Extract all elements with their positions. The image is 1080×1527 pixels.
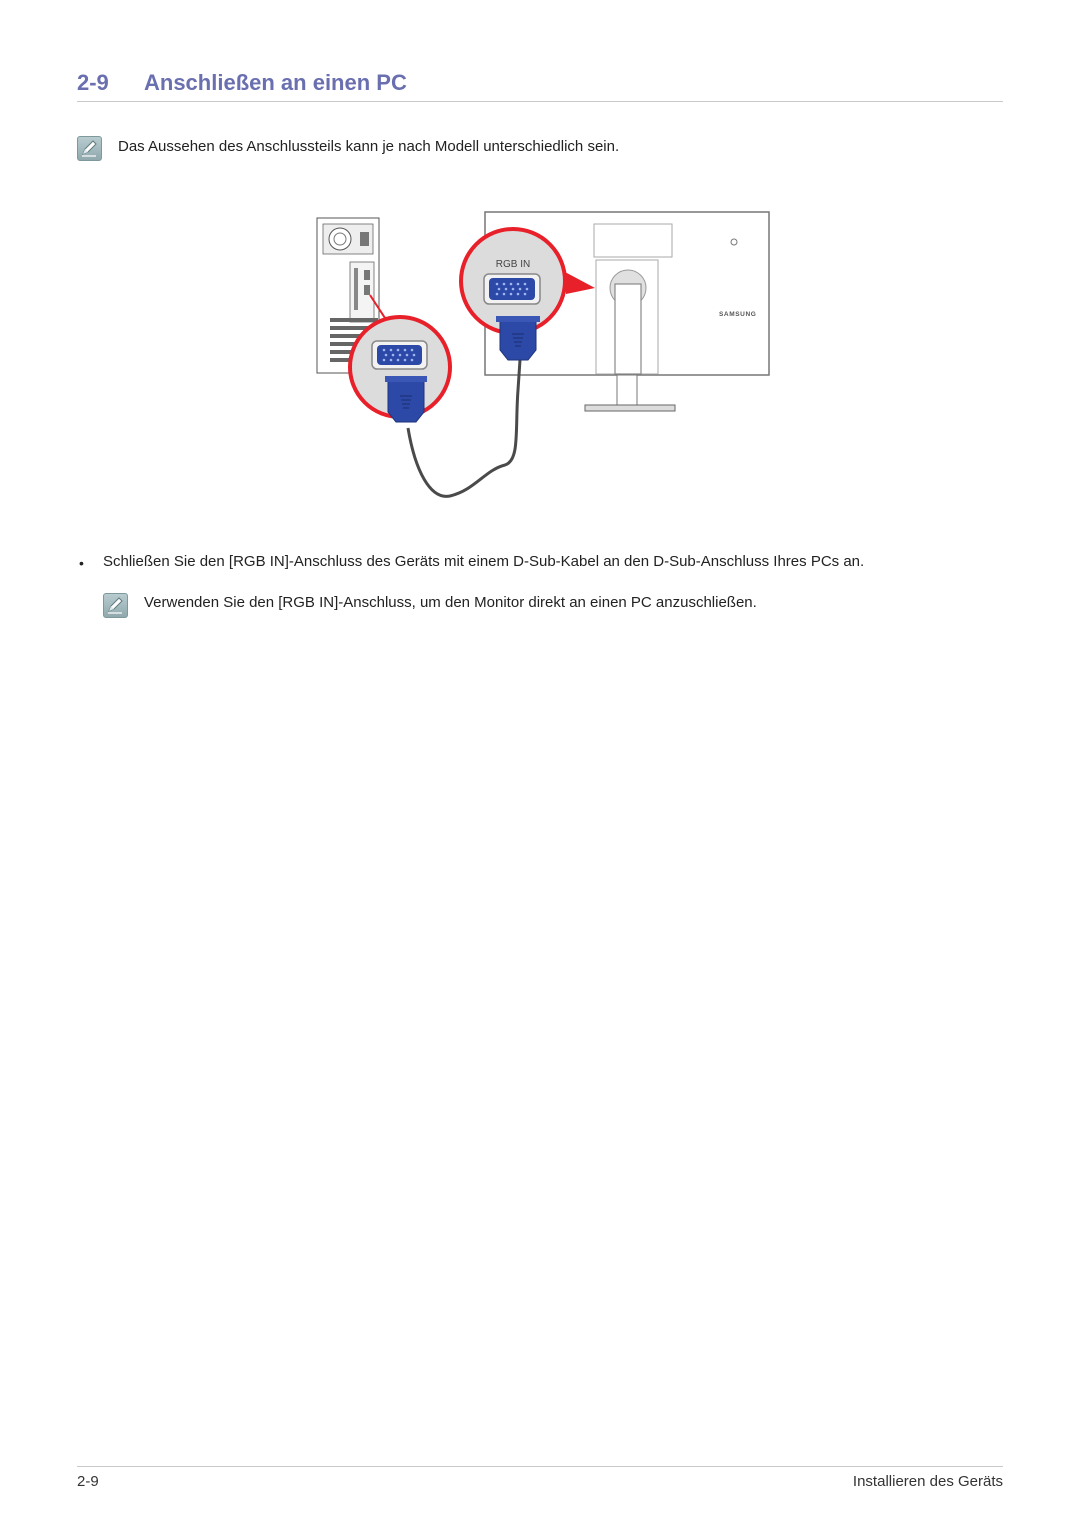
- footer-section-name: Installieren des Geräts: [852, 1473, 1003, 1490]
- note-text: Das Aussehen des Anschlussteils kann je …: [118, 138, 620, 155]
- section-number: 2-9: [77, 70, 109, 95]
- connection-illustration: SAMSUNG RGB IN: [316, 211, 770, 498]
- instruction-text: Schließen Sie den [RGB IN]-Anschluss des…: [103, 553, 865, 570]
- pc-port-zoom: [348, 315, 452, 423]
- note-pencil-icon: [77, 136, 102, 161]
- footer-page-number: 2-9: [77, 1473, 99, 1490]
- d-sub-cable: [406, 359, 522, 498]
- monitor-port-zoom: RGB IN: [459, 227, 595, 361]
- brand-label: SAMSUNG: [719, 311, 756, 318]
- note-text: Verwenden Sie den [RGB IN]-Anschluss, um…: [144, 594, 757, 611]
- footer-divider: [77, 1466, 1003, 1467]
- section-heading: 2-9 Anschließen an einen PC: [77, 70, 1003, 102]
- rgb-in-port-label: RGB IN: [496, 259, 530, 270]
- section-title: Anschließen an einen PC: [144, 70, 407, 95]
- bullet-symbol: •: [79, 555, 84, 571]
- note-pencil-icon: [103, 593, 128, 618]
